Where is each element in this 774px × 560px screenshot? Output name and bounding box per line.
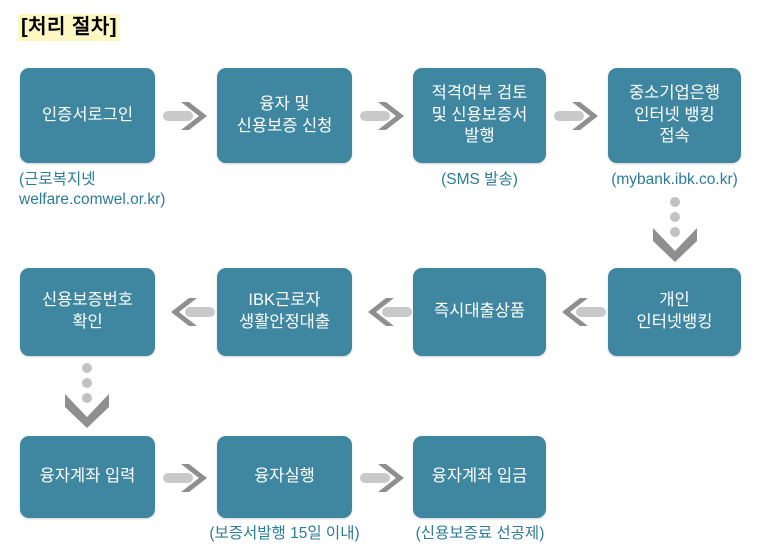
process-box-step-1[interactable]: 인증서로그인	[20, 68, 155, 163]
connector-8-9-dotted-arrow-down-icon	[62, 362, 112, 430]
process-box-step-9[interactable]: 융자계좌 입력	[20, 436, 155, 518]
process-box-step-10[interactable]: 융자실행	[217, 436, 352, 518]
process-box-step-8[interactable]: 신용보증번호 확인	[20, 268, 155, 356]
process-box-step-11[interactable]: 융자계좌 입금	[413, 436, 546, 518]
connector-3-4-arrow-right-icon	[554, 99, 606, 133]
connector-7-8-arrow-left-icon	[160, 295, 215, 329]
connector-5-6-arrow-left-icon	[551, 295, 606, 329]
caption-step-10: (보증서발행 15일 이내)	[209, 525, 360, 542]
caption-step-11: (신용보증료 선공제)	[415, 525, 545, 542]
process-box-step-6[interactable]: 즉시대출상품	[413, 268, 546, 356]
caption-step-4: (mybank.ibk.co.kr)	[611, 171, 738, 188]
connector-1-2-arrow-right-icon	[163, 99, 215, 133]
connector-4-5-dotted-arrow-down-icon	[650, 196, 700, 264]
caption-step-3: (SMS 발송)	[441, 171, 518, 188]
process-box-step-7[interactable]: IBK근로자 생활안정대출	[217, 268, 352, 356]
connector-10-11-arrow-right-icon	[360, 461, 412, 495]
connector-6-7-arrow-left-icon	[357, 295, 412, 329]
connector-2-3-arrow-right-icon	[360, 99, 412, 133]
connector-9-10-arrow-right-icon	[163, 461, 215, 495]
process-box-step-3[interactable]: 적격여부 검토 및 신용보증서 발행	[413, 68, 546, 163]
page-title: [처리 절차]	[18, 14, 120, 41]
process-box-step-4[interactable]: 중소기업은행 인터넷 뱅킹 접속	[608, 68, 741, 163]
process-box-step-5[interactable]: 개인 인터넷뱅킹	[608, 268, 741, 356]
caption-step-1: (근로복지넷 welfare.comwel.or.kr)	[19, 171, 166, 208]
process-box-step-2[interactable]: 융자 및 신용보증 신청	[217, 68, 352, 163]
